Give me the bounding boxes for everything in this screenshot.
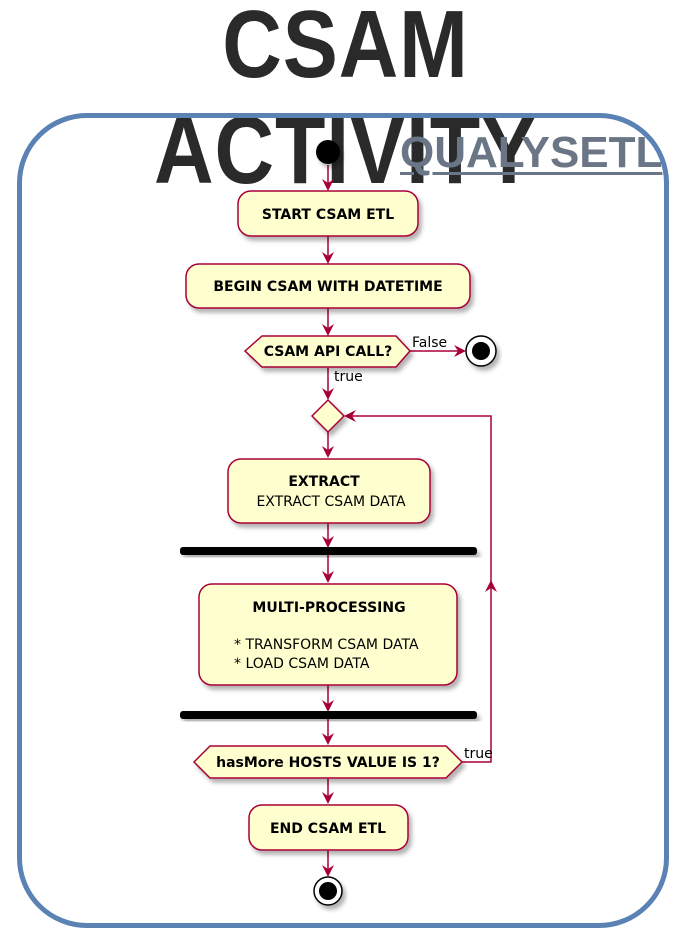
node-extract-title: EXTRACT [288, 474, 360, 490]
join-bar [180, 711, 477, 719]
start-node [316, 140, 340, 164]
decision-has-more: hasMore HOSTS VALUE IS 1? [192, 745, 464, 779]
diagram-frame [17, 113, 669, 928]
fork-bar [180, 547, 477, 555]
decision-api-call-label: CSAM API CALL? [264, 344, 393, 360]
node-start-etl: START CSAM ETL [237, 190, 419, 237]
node-multi-processing: MULTI-PROCESSING * TRANSFORM CSAM DATA *… [198, 583, 458, 686]
edge-loop-back [344, 410, 492, 763]
node-extract-body: EXTRACT CSAM DATA [256, 494, 406, 510]
node-mp-item-1: * TRANSFORM CSAM DATA [234, 637, 419, 653]
node-extract: EXTRACT EXTRACT CSAM DATA [227, 458, 431, 524]
stop-node-false [465, 335, 497, 367]
node-mp-title: MULTI-PROCESSING [252, 600, 405, 616]
merge-diamond [310, 398, 346, 434]
node-begin: BEGIN CSAM WITH DATETIME [185, 263, 471, 309]
loop-arrow-mid [485, 580, 497, 592]
node-mp-item-2: * LOAD CSAM DATA [234, 656, 370, 672]
brand-label: QUALYSETL [400, 128, 663, 177]
node-begin-label: BEGIN CSAM WITH DATETIME [213, 279, 442, 295]
edge-label-false: False [412, 335, 447, 351]
edge-label-loop-true: true [464, 746, 493, 762]
decision-api-call: CSAM API CALL? [243, 335, 412, 368]
node-start-etl-label: START CSAM ETL [262, 207, 394, 223]
decision-has-more-label: hasMore HOSTS VALUE IS 1? [216, 755, 440, 771]
stop-node-end [313, 876, 343, 906]
node-end-etl-label: END CSAM ETL [270, 821, 386, 837]
node-end-etl: END CSAM ETL [248, 804, 409, 851]
edge-label-api-true: true [334, 369, 363, 385]
